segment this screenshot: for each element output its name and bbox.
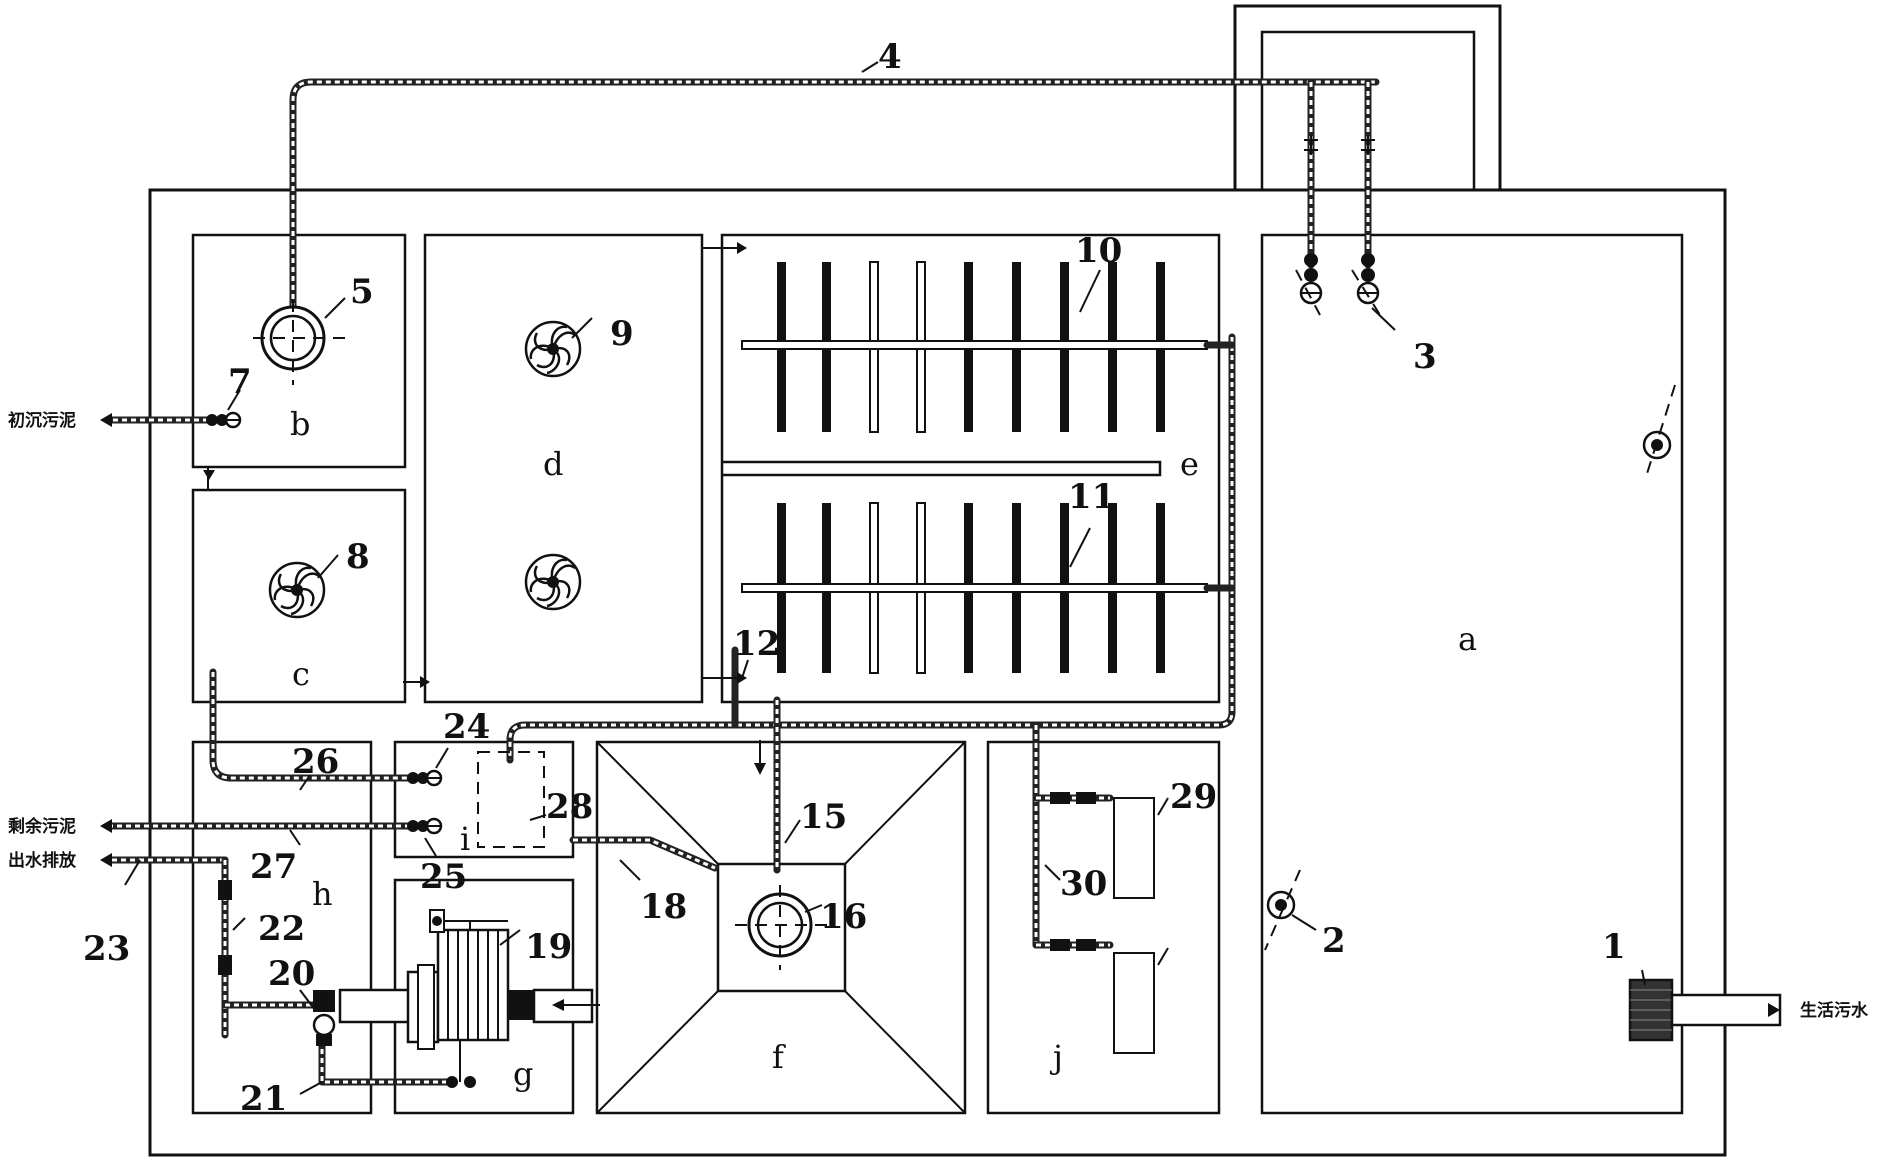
- label-24: 24: [443, 707, 490, 747]
- zone-f: f: [772, 1038, 786, 1076]
- mixer-8-icon: [268, 561, 326, 619]
- lift-pump-3-left: [1295, 135, 1323, 316]
- label-20: 20: [268, 954, 315, 994]
- label-26: 26: [292, 742, 339, 782]
- mixer-9-upper-icon: [524, 320, 582, 378]
- aerator-2: [1264, 869, 1301, 951]
- label-23: 23: [83, 929, 130, 969]
- membrane-modules-upper: [741, 261, 1208, 433]
- label-10: 10: [1075, 231, 1122, 271]
- label-25: 25: [420, 857, 467, 897]
- zone-i: i: [460, 820, 470, 858]
- label-19: 19: [525, 927, 572, 967]
- pipes: [104, 78, 1380, 1086]
- label-8: 8: [346, 537, 370, 577]
- label-18: 18: [640, 887, 687, 927]
- label-primary-sludge: 初沉污泥: [8, 410, 76, 431]
- mixer-9-lower-icon: [524, 553, 582, 611]
- label-29: 29: [1170, 777, 1217, 817]
- zone-a: a: [1458, 620, 1477, 658]
- valve-25: [405, 817, 443, 835]
- valve-24: [405, 769, 443, 787]
- valve-22: [218, 880, 232, 975]
- sludge-valve-7: [204, 411, 242, 429]
- zone-d: d: [543, 445, 563, 483]
- j-line-valves: [1050, 792, 1096, 951]
- label-domestic-sewage: 生活污水: [1800, 1000, 1869, 1021]
- label-21: 21: [240, 1079, 287, 1119]
- label-30: 30: [1060, 864, 1107, 904]
- flow-arrows: [100, 242, 1780, 1017]
- tank-28: [477, 751, 545, 848]
- sedimentation-well-16: [735, 885, 830, 970]
- base-29-upper: [1113, 797, 1155, 899]
- flow-text-labels: 初沉污泥 剩余污泥 出水排放 生活污水: [8, 410, 1869, 1021]
- bar-screen-1: [1628, 978, 1782, 1042]
- membrane-modules-lower: [741, 502, 1208, 674]
- base-29-lower: [1113, 952, 1155, 1054]
- label-28: 28: [546, 787, 593, 827]
- equipment: [204, 135, 1782, 1088]
- label-2: 2: [1322, 921, 1346, 961]
- zone-e: e: [1180, 445, 1199, 483]
- zone-b: b: [290, 405, 310, 443]
- zone-c: c: [292, 655, 310, 693]
- label-12: 12: [733, 624, 780, 664]
- label-3: 3: [1413, 337, 1437, 377]
- lift-pump-3-right: [1351, 135, 1381, 316]
- number-labels: 1 2 3 4 5 7 8 9 10 11 12 15 16 18 19 20 …: [83, 37, 1626, 1119]
- label-7: 7: [228, 362, 252, 402]
- label-22: 22: [258, 909, 305, 949]
- label-4: 4: [878, 37, 902, 77]
- settler-well-5: [253, 300, 345, 385]
- label-9: 9: [610, 314, 634, 354]
- label-15: 15: [800, 797, 847, 837]
- leader-lines: [124, 61, 1646, 1095]
- zone-g: g: [513, 1055, 533, 1093]
- zone-labels: a b c d e f g h i j: [290, 405, 1477, 1093]
- label-11: 11: [1068, 477, 1115, 517]
- label-excess-sludge: 剩余污泥: [8, 816, 76, 837]
- label-5: 5: [350, 272, 374, 312]
- aerator-upper: [1642, 384, 1676, 481]
- label-effluent: 出水排放: [8, 850, 77, 871]
- zone-h: h: [312, 875, 333, 913]
- zone-j: j: [1049, 1038, 1063, 1076]
- label-27: 27: [250, 847, 297, 887]
- walls: [148, 4, 1727, 1157]
- pump-20: [312, 990, 336, 1046]
- label-16: 16: [820, 897, 867, 937]
- label-1: 1: [1602, 927, 1626, 967]
